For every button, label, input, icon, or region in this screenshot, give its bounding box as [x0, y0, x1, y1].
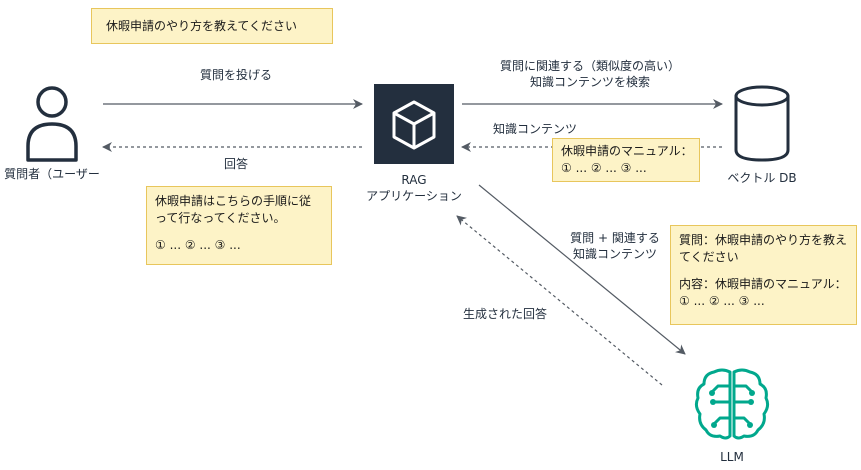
rag-label: RAG アプリケーション	[334, 172, 494, 204]
brain-circuit-icon	[694, 368, 770, 440]
rag-to-db-label-line1: 質問に関連する（類似度の高い）	[499, 59, 680, 73]
answer-note-line1: 休暇申請はこちらの手順に従	[155, 194, 312, 208]
answer-note-line2: って行なってください。	[155, 211, 286, 225]
manual-note-line1: 休暇申請のマニュアル：	[561, 144, 693, 158]
llm-to-rag-arrow	[456, 215, 663, 386]
answer-note: 休暇申請はこちらの手順に従 って行なってください。 ① ... ② ... ③ …	[146, 186, 332, 265]
prompt-note-line1: 質問：休暇申請のやり方を教え	[679, 233, 848, 247]
prompt-note: 質問：休暇申請のやり方を教え てください 内容：休暇申請のマニュアル： ① ..…	[670, 225, 857, 325]
rag-to-llm-label-line2: 知識コンテンツ	[572, 247, 657, 261]
manual-note: 休暇申請のマニュアル： ① ... ② ... ③ ...	[552, 138, 700, 182]
prompt-note-line3: 内容：休暇申請のマニュアル：	[679, 277, 847, 291]
rag-to-llm-label-line1: 質問 + 関連する	[570, 231, 660, 245]
rag-to-llm-arrow	[478, 184, 686, 355]
user-to-rag-label: 質問を投げる	[199, 68, 272, 82]
rag-to-user-label: 回答	[223, 157, 248, 171]
answer-note-line3: ① ... ② ... ③ ...	[155, 238, 241, 252]
question-note-text: 休暇申請のやり方を教えてください	[106, 19, 298, 33]
rag-to-db-label-line2: 知識コンテンツを検索	[529, 75, 650, 89]
prompt-note-line2: てください	[679, 250, 739, 264]
rag-to-llm-label: 質問 + 関連する 知識コンテンツ	[560, 230, 670, 262]
cube-icon	[392, 100, 436, 150]
llm-label: LLM	[720, 450, 744, 464]
llm-to-rag-label: 生成された回答	[462, 307, 547, 321]
rag-app-box	[374, 84, 454, 164]
rag-to-db-label: 質問に関連する（類似度の高い） 知識コンテンツを検索	[470, 58, 710, 90]
database-icon	[734, 85, 790, 162]
user-icon	[26, 86, 78, 162]
manual-note-line2: ① ... ② ... ③ ...	[561, 161, 647, 175]
rag-label-line2: アプリケーション	[366, 189, 462, 203]
rag-label-line1: RAG	[401, 173, 427, 187]
vector-db-label: ベクトル DB	[727, 171, 797, 185]
db-to-rag-label: 知識コンテンツ	[492, 122, 577, 136]
user-label: 質問者（ユーザー	[4, 167, 100, 181]
prompt-note-line4: ① ... ② ... ③ ...	[679, 294, 765, 308]
question-note: 休暇申請のやり方を教えてください	[91, 8, 333, 44]
